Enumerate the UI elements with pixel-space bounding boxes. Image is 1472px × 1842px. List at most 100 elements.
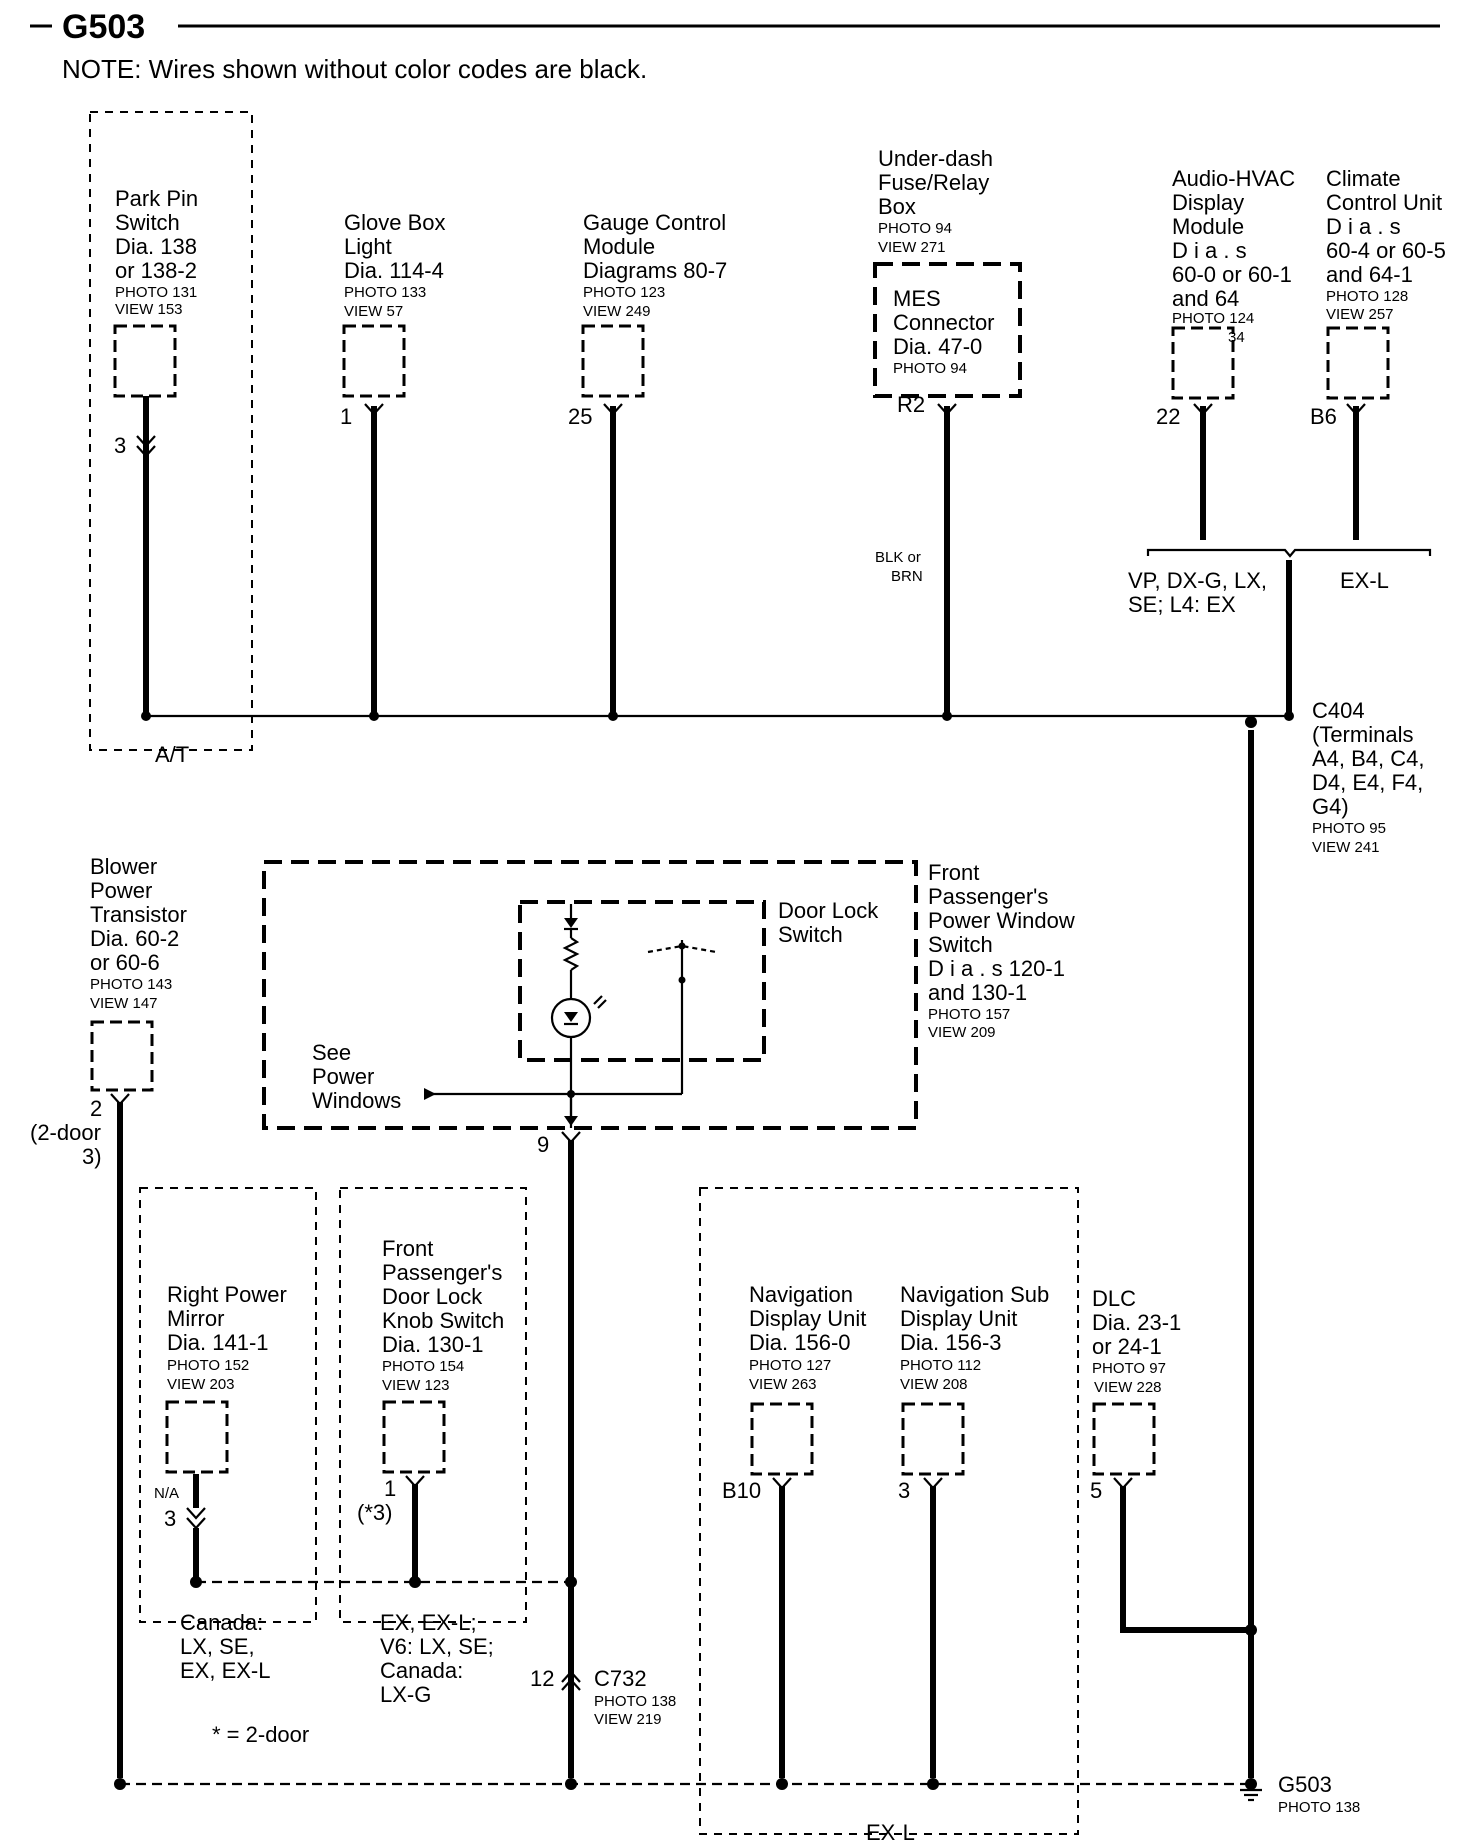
pin-terminals bbox=[136, 403, 1366, 458]
svg-text:Dia. 138: Dia. 138 bbox=[115, 234, 197, 259]
svg-text:or 60-6: or 60-6 bbox=[90, 950, 160, 975]
svg-text:VIEW 219: VIEW 219 bbox=[594, 1711, 662, 1728]
navigation-sub-display-unit-pin: 3 bbox=[898, 1478, 910, 1503]
svg-text:Box: Box bbox=[878, 194, 916, 219]
svg-text:PHOTO 131: PHOTO 131 bbox=[115, 284, 197, 301]
svg-text:Dia. 114-4: Dia. 114-4 bbox=[344, 258, 444, 283]
middle-splice-nodes bbox=[190, 1576, 577, 1588]
right-mirror-group-label: Canada: LX, SE, EX, EX-L bbox=[180, 1610, 270, 1683]
see-power-windows-ref: See Power Windows bbox=[312, 1040, 401, 1113]
svg-text:D i a . s: D i a . s bbox=[1172, 238, 1247, 263]
svg-text:Canada:: Canada: bbox=[380, 1658, 463, 1683]
right-power-mirror-label: Right Power Mirror Dia. 141-1 PHOTO 152 … bbox=[167, 1282, 287, 1393]
svg-text:Dia. 141-1: Dia. 141-1 bbox=[167, 1330, 269, 1355]
door-lock-switch-label: Door Lock Switch bbox=[778, 898, 879, 947]
dlc-splice-node bbox=[1245, 1624, 1257, 1636]
svg-text:Control Unit: Control Unit bbox=[1326, 190, 1442, 215]
svg-text:EX, EX-L;: EX, EX-L; bbox=[380, 1610, 477, 1635]
page-title: G503 bbox=[62, 8, 145, 46]
svg-text:PHOTO 128: PHOTO 128 bbox=[1326, 288, 1408, 305]
svg-text:Dia. 156-3: Dia. 156-3 bbox=[900, 1330, 1002, 1355]
power-window-switch-label: Front Passenger's Power Window Switch D … bbox=[928, 860, 1075, 1041]
svg-text:VIEW 209: VIEW 209 bbox=[928, 1024, 996, 1041]
svg-text:VIEW 208: VIEW 208 bbox=[900, 1376, 968, 1393]
mes-wire-color-2: BRN bbox=[891, 568, 923, 585]
svg-text:Display Unit: Display Unit bbox=[900, 1306, 1017, 1331]
svg-text:PHOTO 124: PHOTO 124 bbox=[1172, 310, 1254, 327]
page-note: NOTE: Wires shown without color codes ar… bbox=[62, 54, 647, 84]
door-lock-switch-circuit bbox=[424, 904, 717, 1128]
right-power-mirror-pin-note: N/A bbox=[154, 1485, 179, 1502]
svg-text:Glove Box: Glove Box bbox=[344, 210, 446, 235]
svg-text:Connector: Connector bbox=[893, 310, 995, 335]
svg-text:C732: C732 bbox=[594, 1666, 647, 1691]
svg-text:Navigation: Navigation bbox=[749, 1282, 853, 1307]
svg-text:Mirror: Mirror bbox=[167, 1306, 224, 1331]
svg-text:Diagrams 80-7: Diagrams 80-7 bbox=[583, 258, 727, 283]
mes-connector-box bbox=[873, 262, 1022, 398]
blower-power-transistor-pin: 2 bbox=[90, 1096, 102, 1121]
svg-text:PHOTO 152: PHOTO 152 bbox=[167, 1357, 249, 1374]
svg-text:Power: Power bbox=[312, 1064, 374, 1089]
mes-connector-pin: R2 bbox=[897, 392, 925, 417]
svg-text:and 64: and 64 bbox=[1172, 286, 1239, 311]
svg-text:PHOTO 123: PHOTO 123 bbox=[583, 284, 665, 301]
under-dash-fuse-box-label: Under-dash Fuse/Relay Box PHOTO 94 VIEW … bbox=[878, 146, 993, 256]
ground-icon bbox=[1240, 1788, 1262, 1802]
svg-text:and 64-1: and 64-1 bbox=[1326, 262, 1413, 287]
svg-text:D4, E4, F4,: D4, E4, F4, bbox=[1312, 770, 1423, 795]
svg-text:Light: Light bbox=[344, 234, 392, 259]
svg-text:VIEW 271: VIEW 271 bbox=[878, 239, 946, 256]
blower-alt-pin-2: 3) bbox=[82, 1144, 102, 1169]
svg-text:Module: Module bbox=[583, 234, 655, 259]
svg-text:PHOTO 138: PHOTO 138 bbox=[1278, 1799, 1360, 1816]
svg-text:VIEW 241: VIEW 241 bbox=[1312, 839, 1380, 856]
blower-power-transistor-connector bbox=[90, 1020, 154, 1092]
model-split-brace bbox=[1146, 548, 1432, 558]
svg-text:(Terminals: (Terminals bbox=[1312, 722, 1413, 747]
navigation-sub-display-unit-label: Navigation Sub Display Unit Dia. 156-3 P… bbox=[900, 1282, 1049, 1393]
svg-text:Switch: Switch bbox=[778, 922, 843, 947]
svg-text:VP, DX-G, LX,: VP, DX-G, LX, bbox=[1128, 568, 1267, 593]
climate-control-unit-label: Climate Control Unit D i a . s 60-4 or 6… bbox=[1326, 166, 1446, 323]
svg-text:Park Pin: Park Pin bbox=[115, 186, 198, 211]
svg-text:Under-dash: Under-dash bbox=[878, 146, 993, 171]
svg-text:VIEW 123: VIEW 123 bbox=[382, 1377, 450, 1394]
dlc-label: DLC Dia. 23-1 or 24-1 PHOTO 97 VIEW 228 bbox=[1092, 1286, 1181, 1396]
power-window-switch-box bbox=[262, 860, 918, 1130]
svg-text:Dia. 60-2: Dia. 60-2 bbox=[90, 926, 179, 951]
svg-text:PHOTO 127: PHOTO 127 bbox=[749, 1357, 831, 1374]
svg-text:Front: Front bbox=[928, 860, 979, 885]
svg-text:Front: Front bbox=[382, 1236, 433, 1261]
gauge-control-module-connector bbox=[581, 324, 645, 398]
dlc-pin: 5 bbox=[1090, 1478, 1102, 1503]
glove-box-light-pin: 1 bbox=[340, 404, 352, 429]
dlc-connector bbox=[1092, 1402, 1156, 1476]
svg-text:PHOTO 133: PHOTO 133 bbox=[344, 284, 426, 301]
svg-text:Power: Power bbox=[90, 878, 152, 903]
svg-text:Module: Module bbox=[1172, 214, 1244, 239]
park-pin-switch-label: Park Pin Switch Dia. 138 or 138-2 PHOTO … bbox=[115, 186, 198, 318]
svg-text:Dia. 156-0: Dia. 156-0 bbox=[749, 1330, 851, 1355]
glove-box-light-connector bbox=[342, 324, 406, 398]
door-lock-knob-switch-connector bbox=[382, 1400, 446, 1474]
svg-text:Right Power: Right Power bbox=[167, 1282, 287, 1307]
svg-text:and 130-1: and 130-1 bbox=[928, 980, 1027, 1005]
bottom-bus-nodes bbox=[114, 1778, 1257, 1790]
audio-hvac-display-module-label: Audio-HVAC Display Module D i a . s 60-0… bbox=[1172, 166, 1295, 346]
door-lock-switch-box bbox=[518, 900, 766, 1062]
c732-label: C732 PHOTO 138 VIEW 219 bbox=[594, 1666, 676, 1728]
svg-text:See: See bbox=[312, 1040, 351, 1065]
svg-text:PHOTO 94: PHOTO 94 bbox=[893, 360, 967, 377]
upper-wires bbox=[143, 396, 1359, 712]
navigation-display-unit-connector bbox=[750, 1402, 814, 1476]
svg-text:Passenger's: Passenger's bbox=[928, 884, 1048, 909]
svg-text:PHOTO 112: PHOTO 112 bbox=[900, 1357, 981, 1374]
dlc-wire bbox=[1120, 1486, 1251, 1633]
svg-text:SE; L4: EX: SE; L4: EX bbox=[1128, 592, 1236, 617]
svg-text:Dia. 47-0: Dia. 47-0 bbox=[893, 334, 982, 359]
svg-text:PHOTO 157: PHOTO 157 bbox=[928, 1006, 1010, 1023]
door-lock-knob-switch-label: Front Passenger's Door Lock Knob Switch … bbox=[382, 1236, 504, 1394]
svg-text:PHOTO 143: PHOTO 143 bbox=[90, 976, 172, 993]
